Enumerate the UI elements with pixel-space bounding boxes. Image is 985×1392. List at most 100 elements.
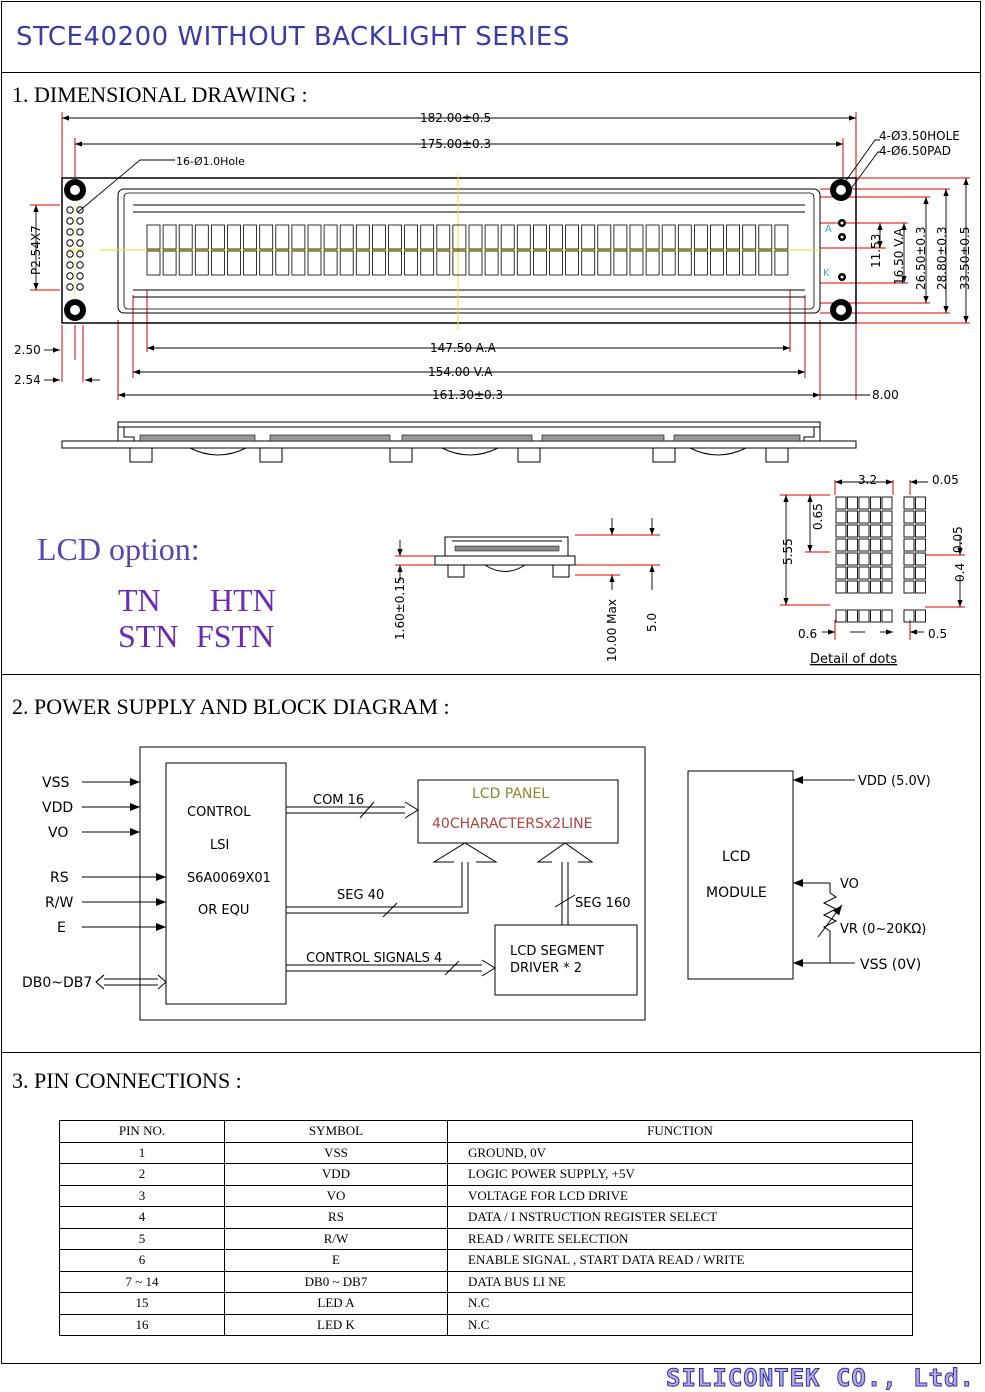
connector-pin <box>66 228 74 236</box>
svg-text:16-Ø1.0Hole: 16-Ø1.0Hole <box>176 155 245 168</box>
pixel-dot <box>881 566 893 580</box>
connector-pin <box>66 272 74 280</box>
character-cell <box>243 250 258 276</box>
pin-number: 4 <box>59 1206 225 1229</box>
character-cell <box>323 224 338 250</box>
datasheet-frame <box>1 1 981 1364</box>
divider <box>1 674 981 675</box>
pixel-dot <box>903 496 915 510</box>
pin-function: DATA / I NSTRUCTION REGISTER SELECT <box>447 1206 913 1229</box>
connector-pin <box>66 217 74 225</box>
character-cell <box>677 250 692 276</box>
character-cell <box>194 224 209 250</box>
pixel-dot <box>903 538 915 552</box>
character-cell <box>227 250 241 276</box>
pixel-dot <box>835 538 847 552</box>
character-cell <box>146 250 161 276</box>
svg-text:DB0~DB7: DB0~DB7 <box>22 975 92 991</box>
pixel-dot <box>903 524 915 538</box>
character-cell <box>710 224 724 250</box>
pixel-dot <box>858 496 870 510</box>
pixel-dot <box>881 580 893 594</box>
option-tn: TN <box>118 582 161 618</box>
character-cell <box>291 224 306 250</box>
character-cell <box>533 250 547 276</box>
connector-pin <box>76 272 84 280</box>
svg-text:R/W: R/W <box>45 895 73 911</box>
character-cell <box>565 224 579 250</box>
connector-pin <box>66 250 74 258</box>
pixel-dot <box>858 609 870 623</box>
pixel-dot <box>835 552 847 566</box>
character-cell <box>613 250 628 276</box>
svg-text:LSI: LSI <box>210 838 229 853</box>
svg-text:5.0: 5.0 <box>645 613 659 632</box>
header-pin-no: PIN NO. <box>59 1120 225 1143</box>
section-heading-pins: 3. PIN CONNECTIONS : <box>12 1068 242 1093</box>
character-cell <box>162 250 177 276</box>
connector-pin <box>76 228 84 236</box>
pin-symbol: E <box>224 1249 448 1272</box>
pixel-dot <box>870 580 881 594</box>
character-cell <box>645 250 660 276</box>
character-cell <box>694 250 708 276</box>
table-header-row: PIN NO. SYMBOL FUNCTION <box>59 1120 913 1143</box>
svg-text:VSS (0V): VSS (0V) <box>860 957 921 973</box>
pixel-dot <box>915 552 926 566</box>
divider <box>1 72 981 73</box>
pin-function: READ / WRITE SELECTION <box>447 1227 913 1250</box>
character-cell <box>388 224 402 250</box>
pixel-dot <box>881 538 893 552</box>
svg-text:LCD PANEL: LCD PANEL <box>472 786 549 802</box>
section-heading-dimensional: 1. DIMENSIONAL DRAWING : <box>12 82 308 107</box>
svg-text:154.00 V.A: 154.00 V.A <box>428 365 493 379</box>
lcd-option-title: LCD option: <box>37 531 200 567</box>
character-cell <box>774 224 789 250</box>
pixel-dot <box>858 566 870 580</box>
pixel-dot <box>870 566 881 580</box>
pixel-dot <box>847 510 858 524</box>
pin-symbol: RS <box>224 1206 448 1229</box>
pixel-dot <box>903 510 915 524</box>
pin-symbol: LED A <box>224 1292 448 1315</box>
svg-text:40CHARACTERSx2LINE: 40CHARACTERSx2LINE <box>432 816 592 832</box>
header-symbol: SYMBOL <box>224 1120 448 1143</box>
svg-text:VDD: VDD <box>42 800 73 816</box>
option-stn: STN <box>118 618 179 654</box>
character-cell <box>597 224 612 250</box>
svg-text:E: E <box>57 920 66 936</box>
pixel-dot <box>835 510 847 524</box>
svg-text:0.6: 0.6 <box>798 627 817 641</box>
pixel-dot <box>858 510 870 524</box>
character-cell <box>758 250 773 276</box>
character-cell <box>581 224 596 250</box>
svg-text:11.53: 11.53 <box>869 234 883 268</box>
pin-number: 15 <box>59 1292 225 1315</box>
pixel-dot <box>847 538 858 552</box>
pin-symbol: VSS <box>224 1141 448 1164</box>
connector-pin <box>76 239 84 247</box>
divider <box>1 1052 981 1053</box>
character-cell <box>742 250 757 276</box>
pin-function: N.C <box>447 1292 913 1315</box>
pixel-dot <box>847 566 858 580</box>
svg-text:SEG 160: SEG 160 <box>575 896 631 911</box>
character-cell <box>726 224 740 250</box>
character-cell <box>194 250 209 276</box>
pin-number: 3 <box>59 1184 225 1207</box>
pixel-dot <box>858 538 870 552</box>
svg-text:VSS: VSS <box>42 775 69 791</box>
pixel-dot <box>915 496 926 510</box>
svg-text:161.30±0.3: 161.30±0.3 <box>432 388 503 402</box>
option-fstn: FSTN <box>196 618 275 654</box>
svg-text:33.50±0.5: 33.50±0.5 <box>958 227 972 291</box>
character-cell <box>549 250 563 276</box>
connector-pin <box>76 250 84 258</box>
character-cell <box>275 224 290 250</box>
svg-text:P2.54X7: P2.54X7 <box>29 225 43 275</box>
character-cell <box>710 250 724 276</box>
svg-text:0.05: 0.05 <box>951 526 965 553</box>
pixel-dot <box>870 510 881 524</box>
